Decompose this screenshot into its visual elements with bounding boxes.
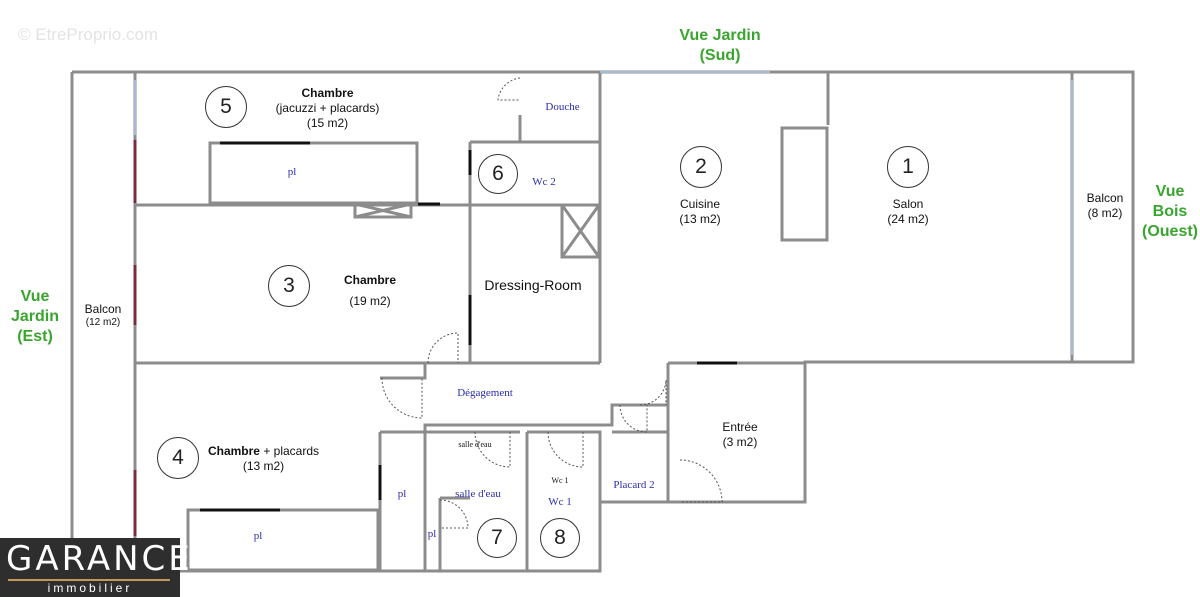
degagement-walls — [380, 363, 427, 380]
room-number-1: 1 — [887, 146, 929, 188]
room-label-salle-eau-small: salle d'eau — [458, 440, 492, 449]
room-number-5: 5 — [205, 86, 247, 128]
room-label-cuisine: Cuisine (13 m2) — [660, 197, 740, 227]
room-area: (13 m2) — [679, 212, 721, 226]
orientation-est-line1: Vue — [20, 288, 50, 305]
room-name: Chambre — [301, 86, 354, 100]
closet-c5 — [208, 141, 419, 205]
logo-divider — [8, 579, 170, 581]
island — [780, 126, 829, 242]
room-label-wc1: Wc 1 — [548, 496, 572, 508]
agency-logo: GARANCE immobilier — [0, 538, 190, 597]
room-label-douche: Douche — [545, 101, 580, 113]
room-label-balcon-est: Balcon (12 m2) — [72, 302, 134, 330]
closet-c4 — [186, 508, 380, 572]
orientation-est: Vue Jardin (Est) — [0, 287, 70, 347]
jacuzzi — [560, 203, 601, 259]
room-label-chambre-5: Chambre (jacuzzi + placards) (15 m2) — [250, 86, 405, 131]
room-label-degagement: Dégagement — [457, 387, 513, 399]
room-number-8: 8 — [540, 518, 580, 558]
closet-label: pl — [397, 488, 407, 500]
room-label-entree: Entrée (3 m2) — [705, 420, 775, 450]
room-name-bold: Chambre — [207, 444, 260, 458]
orientation-sud-line2: (Sud) — [699, 47, 741, 64]
orientation-sud-line1: Vue Jardin — [679, 27, 761, 44]
orientation-est-line2: Jardin — [10, 308, 59, 325]
room-area: (8 m2) — [1087, 206, 1123, 220]
room-label-salon: Salon (24 m2) — [868, 197, 948, 227]
room-number-7: 7 — [477, 518, 517, 558]
room-number-6: 6 — [478, 154, 518, 194]
room-label-wc1-small: Wc 1 — [551, 476, 569, 485]
room-number-2: 2 — [680, 146, 722, 188]
room-number-4: 4 — [157, 437, 199, 479]
orientation-ouest: Vue Bois (Ouest) — [1135, 182, 1200, 242]
room-detail: (jacuzzi + placards) — [275, 101, 380, 115]
orientation-sud: Vue Jardin (Sud) — [660, 26, 780, 66]
room-label-balcon-ouest: Balcon (8 m2) — [1075, 191, 1135, 221]
closet-label: pl — [287, 166, 297, 178]
room-name: Chambre — [343, 273, 396, 287]
orientation-ouest-line3: (Ouest) — [1142, 223, 1198, 240]
room-label-salle-eau: salle d'eau — [455, 488, 501, 500]
room-label-wc2: Wc 2 — [532, 176, 556, 188]
room-label-chambre-3: Chambre (19 m2) — [325, 273, 415, 309]
logo-name: GARANCE — [6, 539, 193, 579]
vent — [353, 202, 413, 219]
room-label-placard2: Placard 2 — [613, 479, 655, 491]
room-name: Chambre + placards — [196, 444, 331, 459]
room-name-rest: + placards — [259, 444, 320, 458]
room-label-dressing: Dressing-Room — [484, 277, 582, 293]
room-area: (12 m2) — [85, 317, 121, 328]
orientation-ouest-line1: Vue — [1155, 183, 1185, 200]
room-label-chambre-4: Chambre + placards (13 m2) — [196, 444, 331, 474]
room-name: Entrée — [722, 420, 758, 434]
closet-label: pl — [253, 530, 263, 542]
room-number-3: 3 — [268, 265, 310, 307]
room-name: Cuisine — [679, 197, 721, 211]
closet-label: pl — [427, 528, 437, 540]
room-name: Balcon — [1086, 191, 1124, 205]
room-area: (24 m2) — [887, 212, 929, 226]
outer-wall — [70, 70, 1135, 573]
room-name: Balcon — [84, 302, 122, 316]
logo-subtitle: immobilier — [47, 581, 133, 595]
room-area: (15 m2) — [306, 116, 349, 130]
orientation-ouest-line2: Bois — [1152, 203, 1188, 220]
room-name: Salon — [892, 197, 924, 211]
room-area: (3 m2) — [722, 435, 758, 449]
room-area: (19 m2) — [349, 294, 391, 308]
orientation-est-line3: (Est) — [17, 328, 53, 345]
watermark: © EtreProprio.com — [18, 25, 159, 44]
room-area: (13 m2) — [242, 459, 285, 473]
